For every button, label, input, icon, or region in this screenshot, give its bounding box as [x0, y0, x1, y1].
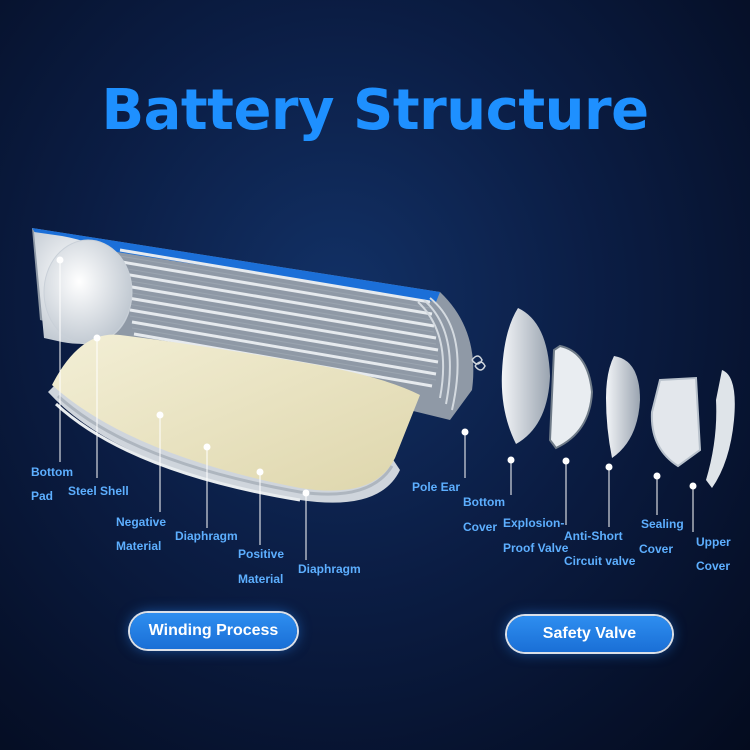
- label-upper-line2: Cover: [696, 559, 730, 573]
- label-steel-shell: Steel Shell: [68, 484, 129, 498]
- label-sealing-line1: Sealing: [641, 517, 684, 531]
- winding-process-button[interactable]: Winding Process: [130, 613, 297, 649]
- label-bottom-cover-line2: Cover: [463, 520, 497, 534]
- label-positive-line2: Material: [238, 572, 283, 586]
- label-bottom-cover-line1: Bottom: [463, 495, 505, 509]
- label-explosion-line1: Explosion-: [503, 516, 564, 530]
- sealing-cover-part: [652, 378, 700, 466]
- bottom-cover-part: [502, 308, 550, 444]
- label-bottom-pad-line2: Pad: [31, 489, 53, 503]
- safety-valve-button[interactable]: Safety Valve: [507, 616, 672, 652]
- anti-short-part: [606, 356, 640, 458]
- label-diaphragm-1: Diaphragm: [175, 529, 238, 543]
- label-diaphragm-2: Diaphragm: [298, 562, 361, 576]
- battery-body: [32, 228, 485, 503]
- label-anti-short-line1: Anti-Short: [564, 529, 623, 543]
- explosion-valve-part: [550, 346, 592, 448]
- label-upper-line1: Upper: [696, 535, 731, 549]
- label-explosion-line2: Proof Valve: [503, 541, 568, 555]
- label-anti-short-line2: Circuit valve: [564, 554, 635, 568]
- label-sealing-line2: Cover: [639, 542, 673, 556]
- label-negative-line2: Material: [116, 539, 161, 553]
- label-negative-line1: Negative: [116, 515, 166, 529]
- upper-cover-part: [706, 370, 735, 488]
- label-pole-ear: Pole Ear: [412, 480, 460, 494]
- label-positive-line1: Positive: [238, 547, 284, 561]
- valve-parts: [502, 308, 735, 488]
- label-bottom-pad-line1: Bottom: [31, 465, 73, 479]
